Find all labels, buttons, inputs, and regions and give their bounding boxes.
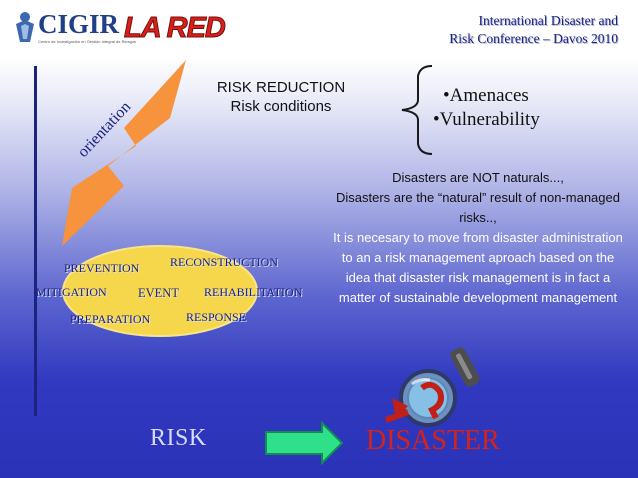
cigir-logo-text: CIGIR	[38, 9, 120, 39]
cycle-prevention: PREVENTION	[64, 261, 140, 275]
statement-block: Disasters are NOT naturals..., Disasters…	[330, 168, 626, 308]
risk-reduction-title: RISK REDUCTION	[216, 79, 346, 96]
left-rule	[34, 66, 37, 416]
risk-items-list: •Amenaces •Vulnerability	[433, 84, 540, 132]
cycle-rehabilitation: REHABILITATION	[204, 285, 303, 299]
risk-label: RISK	[150, 425, 207, 451]
cigir-logo: CIGIR Centro de Investigación en Gestión…	[12, 8, 136, 48]
statement-p2: Disasters are the “natural” result of no…	[336, 190, 620, 225]
cycle-ellipse	[62, 245, 258, 337]
right-arrow-icon	[265, 420, 344, 466]
statement-p1: Disasters are NOT naturals...,	[392, 170, 564, 185]
conference-title-line2: Risk Conference – Davos 2010	[449, 31, 618, 46]
risk-reduction-subtitle: Risk conditions	[230, 98, 332, 115]
magnifier-icon	[384, 347, 480, 427]
header-bar	[0, 0, 638, 58]
curly-brace-icon	[401, 65, 433, 155]
conference-title: International Disaster and Risk Conferen…	[449, 12, 618, 48]
risk-item-amenaces: •Amenaces	[443, 85, 529, 106]
orientation-band	[62, 60, 186, 246]
cigir-logo-subtitle: Centro de Investigación en Gestión Integ…	[38, 39, 137, 44]
cycle-preparation: PREPARATION	[70, 312, 151, 326]
risk-reduction-block: RISK REDUCTION Risk conditions	[186, 78, 376, 116]
statement-p3: It is necesary to move from disaster adm…	[333, 230, 623, 305]
conference-title-line1: International Disaster and	[478, 13, 618, 28]
risk-item-vulnerability: •Vulnerability	[433, 109, 540, 130]
cycle-event: EVENT	[138, 286, 179, 300]
cycle-response: RESPONSE	[186, 310, 247, 324]
cycle-reconstruction: RECONSTRUCTION	[170, 255, 279, 269]
cigir-emblem-icon	[16, 12, 34, 42]
cycle-mitigation: MITIGATION	[36, 285, 107, 299]
la-red-logo: LA RED	[124, 12, 227, 45]
disaster-label: DISASTER	[366, 425, 500, 456]
